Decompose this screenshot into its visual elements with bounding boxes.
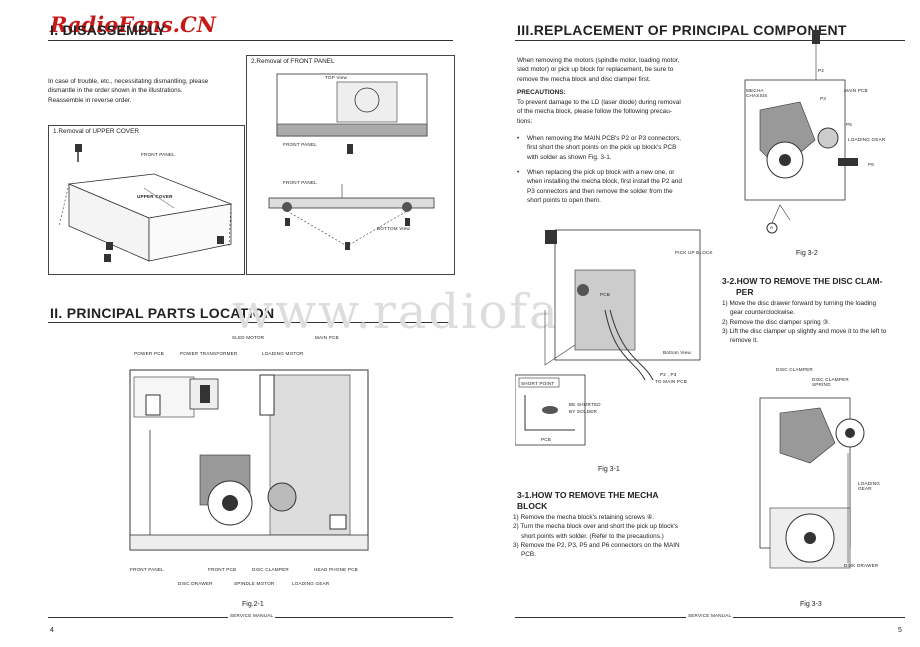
label-p2: P2 — [818, 68, 825, 73]
section3-title: III.REPLACEMENT OF PRINCIPAL COMPONENT — [517, 22, 847, 38]
label-front-panel: FRONT PANEL — [141, 152, 175, 157]
label-p2p3: P2 , P3 — [660, 372, 677, 377]
label-loading-motor: LOADING MOTOR — [262, 351, 304, 356]
section-3-2-steps: 1) Move the disc drawer forward by turni… — [722, 300, 887, 345]
label-disc-clamper: DISC CLAMPER — [252, 567, 289, 572]
fig-3-3-caption: Fig 3-3 — [800, 601, 822, 608]
label-main-pcb: MAIN PCB — [844, 88, 868, 93]
label-head-phone-pcb: HEAD PHONE PCB — [314, 567, 358, 572]
label-front-panel-a: FRONT PANEL — [283, 142, 317, 147]
label-loading-gear: LOADING GEAR — [858, 481, 881, 491]
label-disc-drawer: DISC DRAWER — [178, 581, 213, 586]
left-intro: In case of trouble, etc., necessitating … — [48, 78, 209, 104]
precautions-text: To prevent damage to the LD (laser diode… — [517, 99, 681, 125]
label-upper-cover: UPPER COVER — [137, 194, 173, 199]
label-mecha-chassis: MECHA CHASSIS — [746, 88, 768, 98]
fig-3-2-diagram: P2 P3 MECHA CHASSIS MAIN PCB P5 LOADING … — [720, 30, 900, 245]
fig-3-1-diagram: PICK UP BLOCK PCB Bottom View P2 , P3 TO… — [515, 210, 715, 455]
label-pick-up-block: PICK UP BLOCK — [675, 250, 713, 255]
label-front-panel-b: FRONT PANEL — [283, 180, 317, 185]
fig-3-2-caption: Fig 3-2 — [796, 250, 818, 257]
right-page-number: 5 — [898, 627, 902, 634]
label-pcb: PCB — [600, 292, 611, 297]
label-spindle-motor: SPINDLE MOTOR — [234, 581, 275, 586]
upper-cover-diagram: 1.Removal of UPPER COVER FRONT PANEL UPP… — [48, 125, 245, 275]
label-power-pcb: POWER PCB — [134, 351, 164, 356]
section1-title: I. DISASSEMBLY — [50, 22, 166, 38]
label-p6: P6 — [868, 162, 875, 167]
label-p3: P3 — [820, 96, 827, 101]
label-a: A — [770, 225, 774, 230]
label-main-pcb: MAIN PCB — [315, 335, 339, 340]
fig-3-1-caption: Fig 3-1 — [598, 466, 620, 473]
precaution-bullet-1: When removing the MAIN PCB's P2 or P3 co… — [517, 134, 707, 162]
label-loading-gear: LOADING GEAR — [292, 581, 330, 586]
section-3-1-title: 3-1.HOW TO REMOVE THE MECHA BLOCK — [517, 490, 659, 511]
section-3-1-steps: 1) Remove the mecha block's retaining sc… — [513, 514, 680, 559]
site-logo: RadioFans.CN — [50, 12, 216, 37]
front-panel-diagram: 2.Removal of FRONT PANEL TOP View FRONT … — [246, 55, 455, 275]
label-bottom-view: Bottom View — [663, 350, 691, 355]
precautions-title: PRECAUTIONS: — [517, 89, 566, 96]
label-loading-gear: LOADING GEAR — [848, 137, 886, 142]
label-front-pcb: FRONT PCB — [208, 567, 237, 572]
front-panel-title: 2.Removal of FRONT PANEL — [251, 58, 335, 65]
fig-2-1-caption: Fig.2-1 — [242, 601, 264, 608]
right-footer: SERVICE MANUAL — [686, 613, 734, 618]
label-top-view: TOP View — [325, 75, 348, 80]
left-footer: SERVICE MANUAL — [228, 613, 276, 618]
label-disc-clamper: DISC CLAMPER — [776, 367, 813, 372]
left-page-number: 4 — [50, 627, 54, 634]
section2-title: II. PRINCIPAL PARTS LOCATION — [50, 305, 275, 321]
label-disc-clamper-spring: DISC CLAMPER SPRING — [812, 377, 849, 387]
label-by-solder: BY SOLDER — [569, 409, 598, 414]
label-p5: P5 — [846, 122, 853, 127]
label-pcb-2: PCB — [541, 437, 552, 442]
label-bottom-view: BOTTOM View — [377, 226, 410, 231]
upper-cover-title: 1.Removal of UPPER COVER — [53, 128, 139, 135]
label-disk-drawer: DISK DRAWER — [844, 563, 879, 568]
label-front-panel: FRONT PANEL — [130, 567, 164, 572]
label-short-point: SHORT POINT — [521, 381, 555, 386]
right-intro: When removing the motors (spindle motor,… — [517, 57, 680, 83]
label-be-shorted: BE SHORTED — [569, 402, 601, 407]
fig-3-3-diagram: DISC CLAMPER DISC CLAMPER SPRING LOADING… — [740, 363, 900, 593]
label-sled-motor: SLED MOTOR — [232, 335, 265, 340]
section-3-2-title: 3-2.HOW TO REMOVE THE DISC CLAM- PER — [722, 276, 883, 297]
principal-parts-diagram: SLED MOTOR MAIN PCB POWER PCB POWER TRAN… — [120, 335, 380, 597]
label-to-main-pcb: TO MAIN PCB — [655, 379, 687, 384]
label-power-transformer: POWER TRANSFORMER — [180, 351, 238, 356]
precaution-bullet-2: When replacing the pick up block with a … — [517, 168, 707, 205]
